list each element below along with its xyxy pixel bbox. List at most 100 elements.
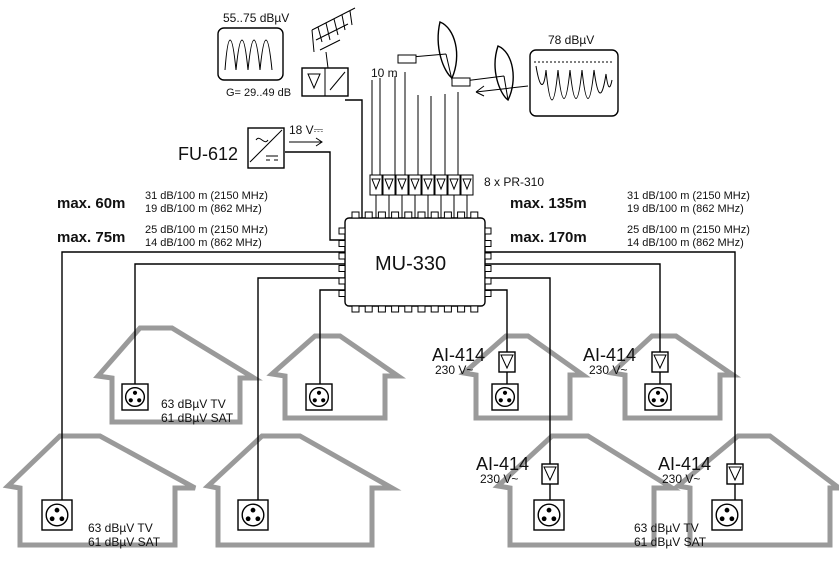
preamps-label: 8 x PR-310	[484, 175, 544, 189]
multiswitch-connectors	[338, 211, 492, 313]
connector-top	[377, 211, 386, 219]
line-amplifier-3-icon	[541, 463, 559, 485]
house-mid-right-back	[458, 333, 591, 421]
wall-socket-icon	[41, 499, 73, 531]
terrestrial-gain: G= 29..49 dB	[226, 87, 291, 99]
connector-top	[470, 211, 479, 219]
connector-right	[484, 252, 492, 260]
preamp-pr-310-icon	[369, 174, 383, 196]
right-run-1-atten-lo: 19 dB/100 m (862 MHz)	[627, 203, 744, 215]
connector-bottom	[391, 305, 400, 313]
connector-top	[364, 211, 373, 219]
lnb-cable-length: 10 m	[371, 66, 398, 80]
power-supply-voltage: 18 V⎓	[289, 123, 324, 137]
satellite-dish-2-icon	[451, 45, 514, 102]
preamp-pr-310-icon	[395, 174, 409, 196]
preamp-pr-310-icon	[421, 174, 435, 196]
connector-bottom	[430, 305, 439, 313]
connector-bottom	[364, 305, 373, 313]
house-mid-right-front	[492, 433, 681, 548]
outlet-left-front-tv: 63 dBµV TV	[88, 521, 153, 535]
left-run-2-atten-hi: 25 dB/100 m (2150 MHz)	[145, 224, 268, 236]
wall-socket-icon	[305, 383, 333, 411]
left-run-2-distance: max. 75m	[57, 229, 125, 246]
amplifier-1-label: AI-414	[432, 345, 485, 365]
power-supply-fu-612	[247, 127, 285, 169]
connector-bottom	[351, 305, 360, 313]
connector-left	[338, 290, 346, 297]
left-run-1-atten-lo: 19 dB/100 m (862 MHz)	[145, 203, 262, 215]
preamp-pr-310-icon	[447, 174, 461, 196]
amplifier-1-power: 230 V~	[435, 363, 473, 377]
connector-right	[484, 227, 492, 235]
connector-left	[338, 252, 346, 260]
multiswitch-label: MU-330	[375, 253, 446, 275]
power-supply-label: FU-612	[178, 144, 238, 164]
connector-left	[338, 277, 346, 285]
connector-top	[457, 211, 466, 219]
connector-bottom	[377, 305, 386, 313]
wall-outlets	[41, 383, 743, 531]
connector-right	[484, 277, 492, 285]
connector-top	[430, 211, 439, 219]
connector-right	[484, 265, 492, 272]
connector-bottom	[404, 305, 413, 313]
connector-right	[484, 240, 492, 247]
amplifier-3-label: AI-414	[476, 454, 529, 474]
connector-bottom	[457, 305, 466, 313]
connector-left	[338, 265, 346, 272]
wall-socket-icon	[237, 499, 269, 531]
wall-socket-icon	[121, 383, 149, 411]
satellite-spectrum-pointer-head	[475, 85, 485, 97]
amplifier-3-power: 230 V~	[480, 472, 518, 486]
line-amplifier-2-icon	[651, 351, 669, 373]
right-run-2-atten-lo: 14 dB/100 m (862 MHz)	[627, 237, 744, 249]
multiswitch-mu-330: MU-330	[338, 211, 492, 313]
terrestrial-spectrum-box	[217, 27, 284, 81]
wall-socket-icon	[711, 499, 743, 531]
preamp-pr-310-icon	[434, 174, 448, 196]
left-run-1-distance: max. 60m	[57, 195, 125, 212]
satellite-spectrum-pointer	[475, 85, 529, 93]
satellite-dish-1-icon	[397, 21, 458, 81]
amplifier-4-label: AI-414	[658, 454, 711, 474]
connector-left	[338, 227, 346, 235]
cable-network	[61, 72, 736, 502]
connector-bottom	[470, 305, 479, 313]
outlet-right-front-tv: 63 dBµV TV	[634, 521, 699, 535]
preamp-pr-310-icon	[382, 174, 396, 196]
line-amplifier-4-icon	[726, 463, 744, 485]
satellite-level: 78 dBµV	[548, 33, 594, 47]
amplifier-4-power: 230 V~	[662, 472, 700, 486]
connector-top	[351, 211, 360, 219]
left-run-1-atten-hi: 31 dB/100 m (2150 MHz)	[145, 190, 268, 202]
outlet-right-front-sat: 61 dBµV SAT	[634, 535, 707, 549]
right-run-2-distance: max. 170m	[510, 229, 587, 246]
house-far-right-back	[606, 333, 742, 421]
amplifier-2-power: 230 V~	[589, 363, 627, 377]
wall-socket-icon	[491, 383, 519, 411]
connector-top	[417, 211, 426, 219]
left-run-2-atten-lo: 14 dB/100 m (862 MHz)	[145, 237, 262, 249]
preamp-pr-310-icon	[460, 174, 474, 196]
connector-top	[391, 211, 400, 219]
connector-top	[443, 211, 452, 219]
amplifier-outlet-cables	[506, 372, 736, 500]
right-run-2-atten-hi: 25 dB/100 m (2150 MHz)	[627, 224, 750, 236]
preamp-pr-310-icon	[408, 174, 422, 196]
preamp-row	[369, 174, 474, 196]
house-left-front	[2, 433, 197, 548]
house-center-back	[266, 333, 407, 421]
connector-right	[484, 290, 492, 297]
outlet-left-back-sat: 61 dBµV SAT	[161, 411, 234, 425]
terrestrial-antenna-icon	[311, 7, 356, 69]
house-left-back	[93, 325, 263, 425]
terrestrial-level: 55..75 dBµV	[223, 11, 289, 25]
right-run-1-atten-hi: 31 dB/100 m (2150 MHz)	[627, 190, 750, 202]
terrestrial-amplifier-icon	[301, 67, 349, 97]
wall-socket-icon	[644, 383, 672, 411]
amplifier-2-label: AI-414	[583, 345, 636, 365]
connector-bottom	[417, 305, 426, 313]
house-center-front	[202, 433, 402, 548]
